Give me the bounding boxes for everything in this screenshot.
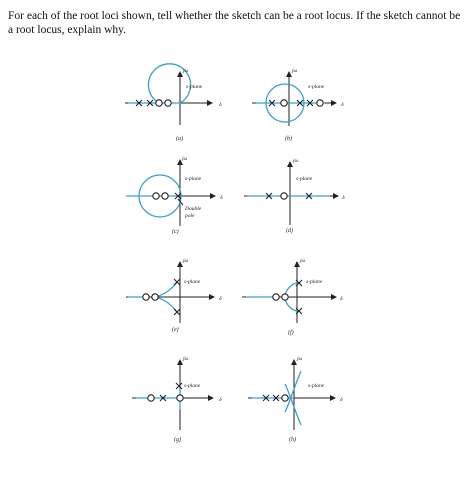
figure-e: jω s-plane δ (e) xyxy=(126,258,222,333)
figure-caption: (g) xyxy=(174,436,181,443)
imag-axis-label: jω xyxy=(182,356,189,362)
pole-marker xyxy=(272,394,280,402)
figure-caption: (d) xyxy=(286,227,293,234)
locus-branch xyxy=(284,370,302,413)
figure-caption: (e) xyxy=(172,326,179,333)
plane-label: s-plane xyxy=(296,176,313,182)
locus-branch xyxy=(147,63,192,104)
figure-h: jω s-plane δ (h) xyxy=(248,356,343,443)
pole-marker xyxy=(268,99,276,107)
pole-marker xyxy=(173,308,181,316)
real-axis-label: δ xyxy=(220,195,223,201)
annotation-leader xyxy=(177,198,184,206)
locus-branch xyxy=(284,383,302,426)
pole-marker xyxy=(295,307,303,315)
pole-marker xyxy=(159,394,167,402)
zero-marker xyxy=(151,293,159,301)
locus-branch xyxy=(154,296,178,313)
zero-marker xyxy=(281,293,289,301)
zero-marker xyxy=(316,99,324,107)
figure-b: jω s-plane δ (b) xyxy=(252,68,344,142)
imag-axis-label: jω xyxy=(182,258,189,264)
pole-marker xyxy=(262,394,270,402)
imag-axis-label: jω xyxy=(291,68,298,74)
zero-marker xyxy=(152,192,160,200)
real-axis-label: δ xyxy=(219,102,222,108)
pole-marker xyxy=(173,278,181,286)
plane-label: s-plane xyxy=(184,279,201,285)
zero-marker xyxy=(280,192,288,200)
zero-marker xyxy=(280,99,288,107)
double-pole-label: pole xyxy=(184,213,195,219)
figure-a: jω s-plane δ (a) xyxy=(125,63,222,142)
locus-branch xyxy=(154,281,178,298)
pole-marker xyxy=(305,192,313,200)
plane-label: s-plane xyxy=(186,84,203,90)
pole-marker xyxy=(135,99,143,107)
pole-marker xyxy=(175,382,183,390)
zero-marker xyxy=(161,192,169,200)
figure-caption: (c) xyxy=(172,228,179,235)
zero-marker xyxy=(142,293,150,301)
figure-caption: (a) xyxy=(176,135,183,142)
figure-caption: (h) xyxy=(289,436,296,443)
real-axis-label: δ xyxy=(340,397,343,403)
imag-axis-label: jω xyxy=(181,156,188,162)
figure-caption: (b) xyxy=(285,135,292,142)
double-pole-marker xyxy=(174,192,182,200)
zero-marker xyxy=(155,99,163,107)
zero-marker xyxy=(281,394,289,402)
question-text: For each of the root loci shown, tell wh… xyxy=(8,10,461,36)
imag-axis-label: jω xyxy=(296,356,303,362)
plane-label: s-plane xyxy=(184,383,201,389)
zero-marker xyxy=(176,394,184,402)
pole-marker xyxy=(265,192,273,200)
zero-marker xyxy=(164,99,172,107)
pole-marker xyxy=(296,99,304,107)
real-axis-label: δ xyxy=(219,296,222,302)
imag-axis-label: jω xyxy=(292,158,299,164)
pole-marker xyxy=(306,99,314,107)
plane-label: s-plane xyxy=(185,176,202,182)
imag-axis-label: jω xyxy=(182,68,189,74)
figure-caption: (f) xyxy=(288,329,294,336)
figure-c: Double pole jω s-plane δ (c) xyxy=(126,156,223,235)
real-axis-label: δ xyxy=(341,102,344,108)
figure-g: jω s-plane δ (g) xyxy=(132,356,222,443)
pole-marker xyxy=(146,99,154,107)
double-pole-label: Double xyxy=(184,206,202,212)
plane-label: s-plane xyxy=(306,279,323,285)
real-axis-label: δ xyxy=(219,397,222,403)
zero-marker xyxy=(272,293,280,301)
real-axis-label: δ xyxy=(342,195,345,201)
real-axis-label: δ xyxy=(340,296,343,302)
pole-marker xyxy=(295,279,303,287)
plane-label: s-plane xyxy=(308,383,325,389)
imag-axis-label: jω xyxy=(299,258,306,264)
figure-f: jω s-plane δ (f) xyxy=(242,258,343,336)
zero-marker xyxy=(147,394,155,402)
plane-label: s-plane xyxy=(308,84,325,90)
figure-d: jω s-plane δ (d) xyxy=(244,158,345,234)
